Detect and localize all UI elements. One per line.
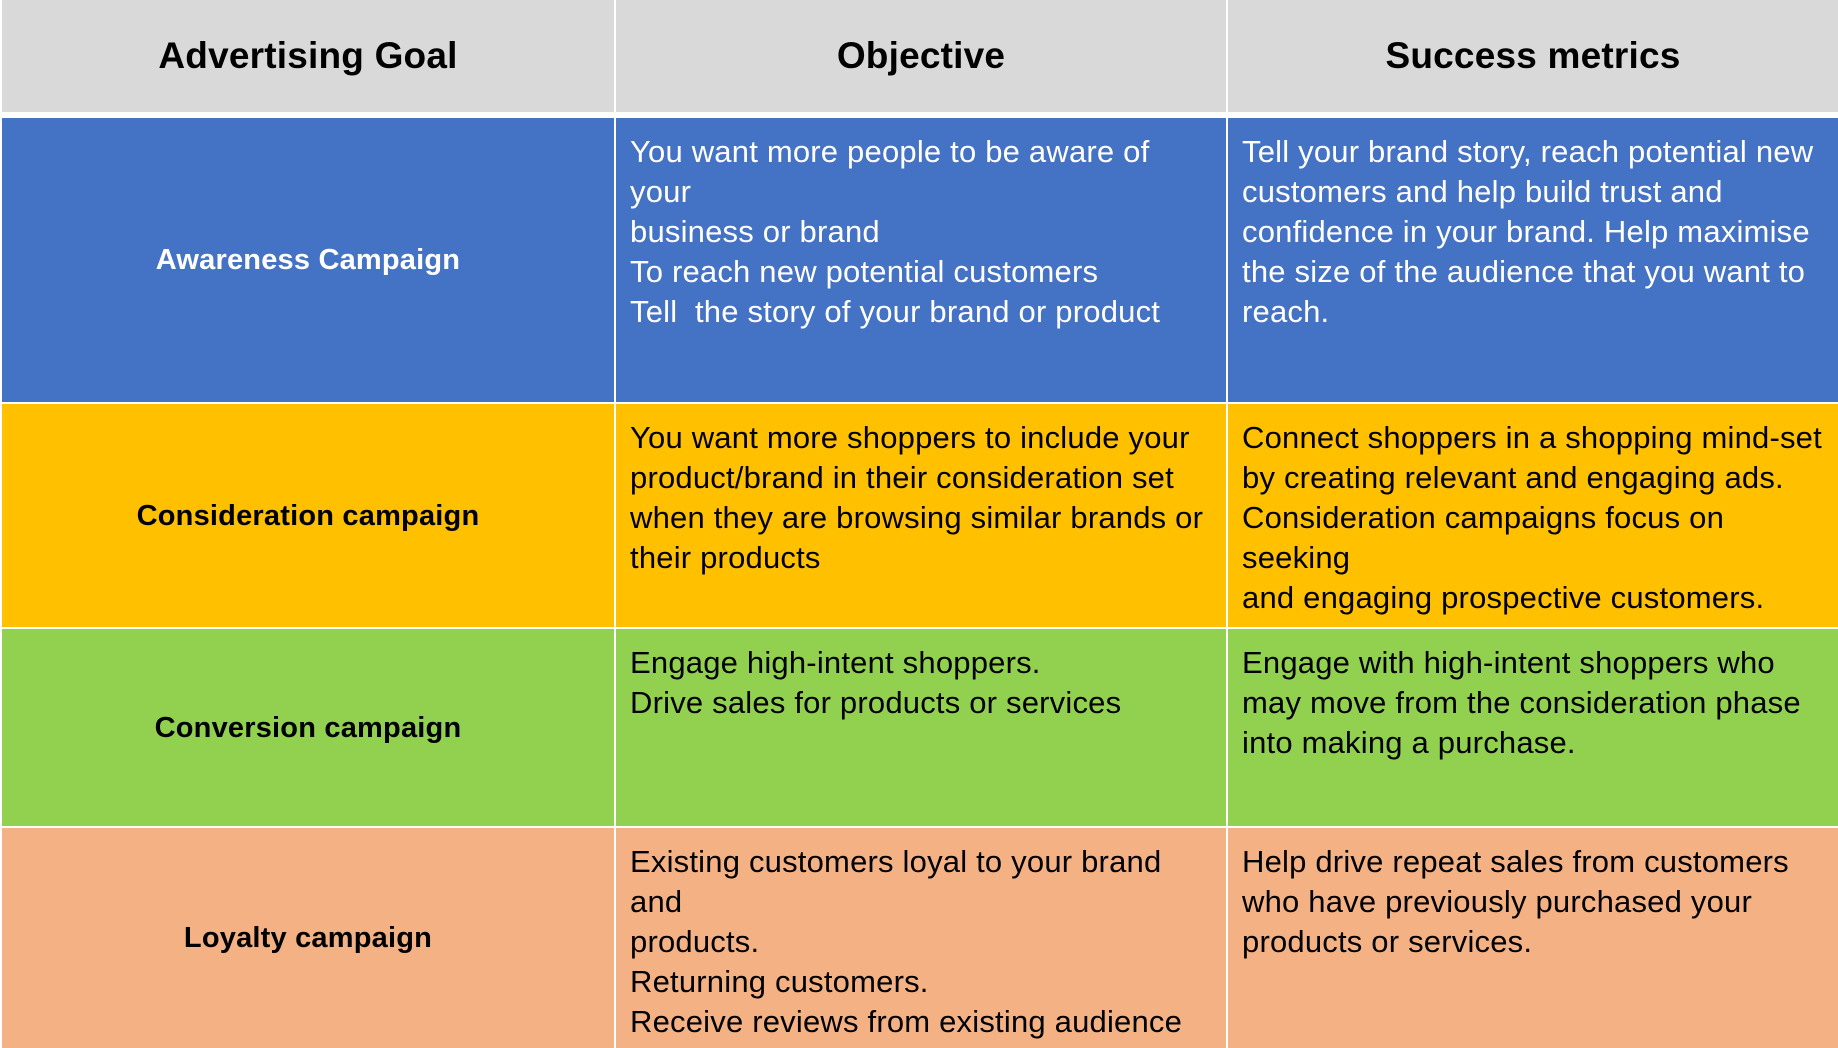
header-advertising-goal: Advertising Goal <box>0 0 614 112</box>
table-row-consideration: Consideration campaign You want more sho… <box>0 402 1838 627</box>
table-row-conversion: Conversion campaign Engage high-intent s… <box>0 627 1838 826</box>
goal-cell: Conversion campaign <box>0 627 614 826</box>
objective-cell: You want more people to be aware of your… <box>614 112 1226 402</box>
header-success-metrics: Success metrics <box>1226 0 1838 112</box>
goal-cell: Loyalty campaign <box>0 826 614 1048</box>
goal-cell: Awareness Campaign <box>0 112 614 402</box>
objective-cell: You want more shoppers to include your p… <box>614 402 1226 627</box>
goal-cell: Consideration campaign <box>0 402 614 627</box>
table-header-row: Advertising Goal Objective Success metri… <box>0 0 1838 112</box>
metrics-cell: Connect shoppers in a shopping mind-set … <box>1226 402 1838 627</box>
metrics-cell: Help drive repeat sales from customers w… <box>1226 826 1838 1048</box>
objective-cell: Existing customers loyal to your brand a… <box>614 826 1226 1048</box>
table-row-awareness: Awareness Campaign You want more people … <box>0 112 1838 402</box>
objective-cell: Engage high-intent shoppers. Drive sales… <box>614 627 1226 826</box>
metrics-cell: Tell your brand story, reach potential n… <box>1226 112 1838 402</box>
header-objective: Objective <box>614 0 1226 112</box>
metrics-cell: Engage with high-intent shoppers who may… <box>1226 627 1838 826</box>
table-row-loyalty: Loyalty campaign Existing customers loya… <box>0 826 1838 1048</box>
